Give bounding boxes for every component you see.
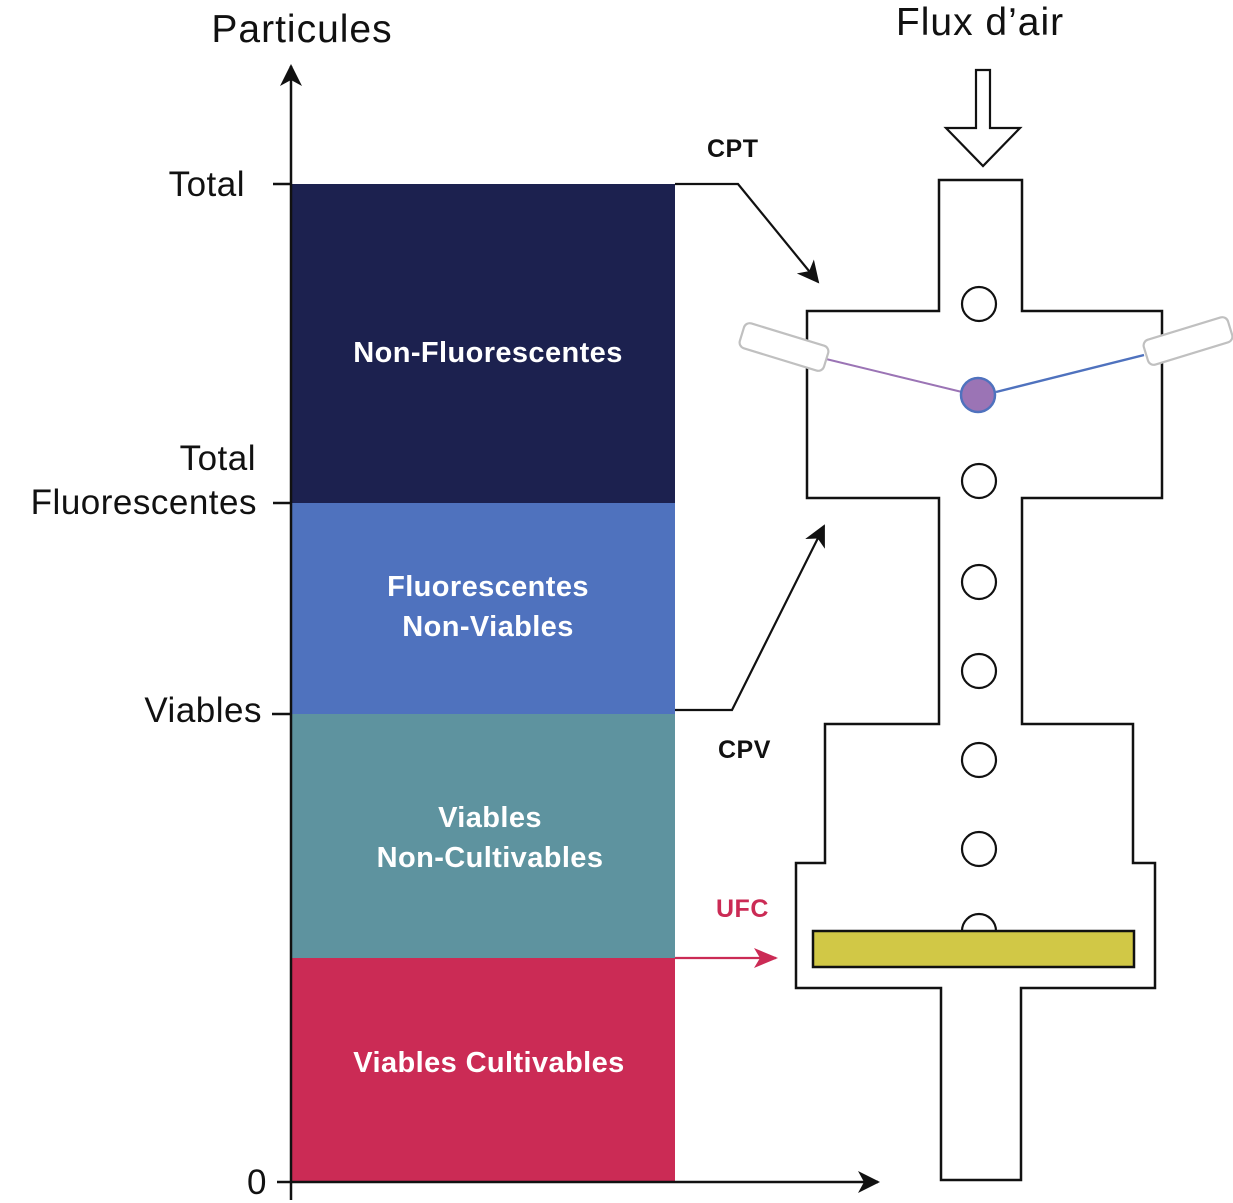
right-laser-beam bbox=[995, 353, 1145, 394]
left-laser-beam bbox=[825, 358, 963, 393]
segment-viable-cultivable bbox=[291, 958, 675, 1183]
airflow-down-arrow-icon bbox=[943, 68, 1023, 168]
airflow-title: Flux d’air bbox=[896, 1, 1064, 44]
collection-plate bbox=[811, 929, 1136, 969]
particle-impacting-icon bbox=[960, 912, 998, 932]
particle-icon bbox=[960, 285, 998, 323]
ufc-label: UFC bbox=[716, 895, 769, 923]
segment-label-viable-cultivable: Viables Cultivables bbox=[353, 1047, 624, 1079]
segment-non-fluorescent bbox=[291, 184, 675, 503]
stacked-column bbox=[291, 184, 675, 1183]
tick-label-viable: Viables bbox=[144, 691, 262, 730]
tick-label-total-fluorescent-line2: Fluorescentes bbox=[31, 483, 257, 522]
segment-label-fluorescent-line2: Non-Viables bbox=[402, 611, 573, 643]
cpt-label: CPT bbox=[707, 135, 759, 163]
y-axis-title: Particules bbox=[211, 8, 392, 51]
particle-icon bbox=[960, 563, 998, 601]
left-detector-icon bbox=[738, 322, 830, 372]
tick-label-zero: 0 bbox=[247, 1163, 267, 1202]
illuminated-particle-icon bbox=[959, 376, 997, 414]
segment-viable-non-cultivable bbox=[291, 714, 675, 958]
segment-label-viable-nc-line1: Viables bbox=[438, 802, 542, 834]
cpt-connector-arrow bbox=[675, 182, 820, 284]
segment-label-fluorescent-line1: Fluorescentes bbox=[387, 571, 589, 603]
particle-icon bbox=[960, 652, 998, 690]
segment-fluorescent-non-viable bbox=[291, 503, 675, 714]
tick-label-total-fluorescent-line1: Total bbox=[180, 439, 256, 478]
cpv-connector-arrow bbox=[675, 524, 825, 712]
particle-icon bbox=[960, 830, 998, 868]
tick-label-total: Total bbox=[169, 165, 245, 204]
segment-label-viable-nc-line2: Non-Cultivables bbox=[377, 842, 604, 874]
segment-label-non-fluorescent: Non-Fluorescentes bbox=[353, 337, 622, 369]
cpv-label: CPV bbox=[718, 736, 771, 764]
particles bbox=[960, 285, 998, 932]
sampler-device-outline bbox=[794, 178, 1164, 1182]
right-detector-icon bbox=[1142, 316, 1233, 366]
particle-icon bbox=[960, 462, 998, 500]
particle-icon bbox=[960, 741, 998, 779]
